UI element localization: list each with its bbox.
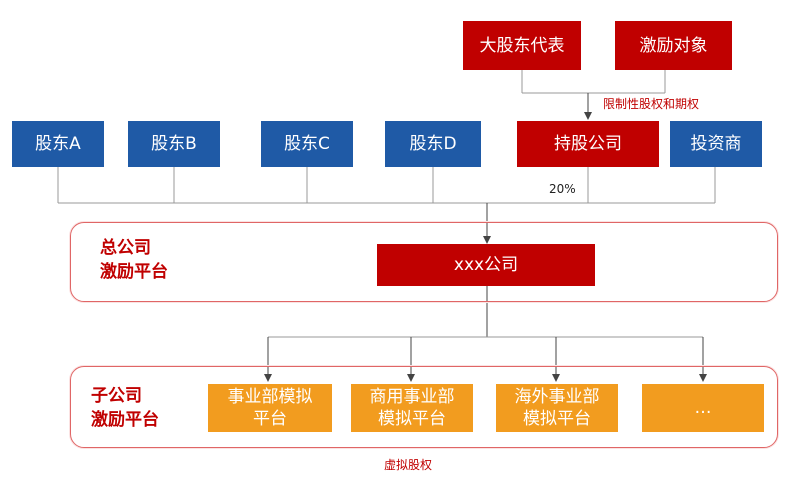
incentive-target-box: 激励对象: [615, 21, 732, 70]
investor-box: 投资商: [670, 121, 762, 167]
virtual-equity-note: 虚拟股权: [384, 458, 433, 472]
commercial-division-box: 商用事业部 模拟平台: [351, 384, 473, 432]
commercial-division-line2: 模拟平台: [378, 409, 446, 429]
shareholder-c-box: 股东C: [261, 121, 353, 167]
xxx-company-label: xxx公司: [453, 255, 519, 275]
sub-label-line2: 激励平台: [91, 410, 159, 430]
hq-panel-label: 总公司 激励平台: [100, 236, 168, 284]
division-platform-line2: 平台: [253, 409, 287, 429]
overseas-division-line1: 海外事业部: [514, 387, 600, 407]
more-units-box: …: [642, 384, 764, 432]
more-units-label: …: [694, 398, 712, 418]
division-platform-line1: 事业部模拟: [227, 387, 313, 407]
shareholder-b-box: 股东B: [128, 121, 220, 167]
hq-label-line2: 激励平台: [100, 262, 168, 282]
holding-percent: 20%: [549, 182, 576, 196]
hq-label-line1: 总公司: [100, 238, 151, 258]
shareholder-d-box: 股东D: [385, 121, 481, 167]
shareholder-a-label: 股东A: [35, 134, 81, 154]
investor-label: 投资商: [690, 134, 742, 154]
holding-company-label: 持股公司: [554, 134, 622, 154]
shareholder-c-label: 股东C: [284, 134, 330, 154]
subsidiary-incentive-panel: [70, 366, 778, 448]
sub-label-line1: 子公司: [91, 386, 142, 406]
commercial-division-line1: 商用事业部: [369, 387, 455, 407]
incentive-target-label: 激励对象: [639, 35, 708, 56]
hq-incentive-panel: [70, 222, 778, 302]
major-shareholder-rep-box: 大股东代表: [463, 21, 581, 70]
holding-company-box: 持股公司: [517, 121, 659, 167]
shareholder-d-label: 股东D: [409, 134, 457, 154]
shareholder-b-label: 股东B: [151, 134, 197, 154]
restricted-equity-note: 限制性股权和期权: [603, 97, 700, 111]
shareholder-a-box: 股东A: [12, 121, 104, 167]
xxx-company-box: xxx公司: [377, 244, 595, 286]
overseas-division-box: 海外事业部 模拟平台: [496, 384, 618, 432]
overseas-division-line2: 模拟平台: [523, 409, 591, 429]
major-shareholder-rep-label: 大股东代表: [479, 35, 565, 56]
sub-panel-label: 子公司 激励平台: [91, 384, 159, 432]
division-platform-box: 事业部模拟 平台: [208, 384, 332, 432]
